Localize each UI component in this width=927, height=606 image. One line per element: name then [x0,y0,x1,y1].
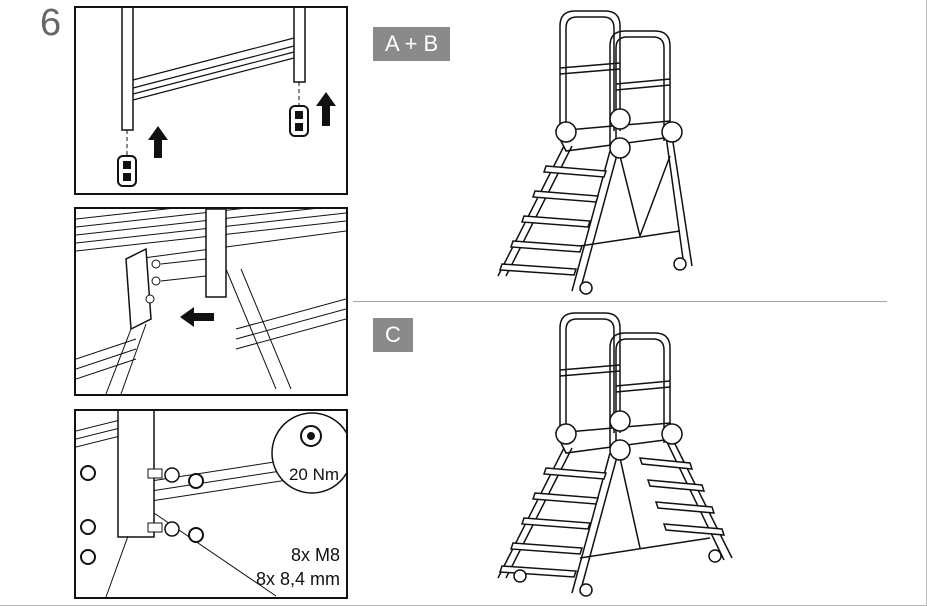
section-divider [353,301,887,302]
bolt-set-bottom [80,519,204,565]
torque-wrench-icon [300,425,322,447]
variant-badge-ab: A + B [373,27,451,61]
ladder-illustration-ab [480,6,710,298]
step-number: 6 [40,2,62,44]
arrow-up-icon [316,92,336,126]
hinge-insert-right [289,105,309,137]
bolt-detail-illustration [76,411,346,597]
bolt-spec: 8x M8 [290,545,340,565]
ladder-illustration-c [480,308,750,600]
rail-insert-illustration [117,8,336,187]
arrow-up-icon [148,126,168,158]
detail-panel-1 [74,6,348,195]
arrow-left-icon [180,307,214,327]
torque-value: 20 Nm [288,465,340,484]
variant-badge-c: C [373,318,413,352]
hinge-insert-left [117,155,137,187]
platform-joint-illustration [76,209,346,394]
detail-panel-2 [74,207,348,396]
bolt-set-top [80,465,204,489]
torque-callout-circle [271,412,346,494]
washer-spec: 8x 8,4 mm [255,569,340,589]
detail-panel-3: 20 Nm 8x M8 8x 8,4 mm [74,409,348,599]
